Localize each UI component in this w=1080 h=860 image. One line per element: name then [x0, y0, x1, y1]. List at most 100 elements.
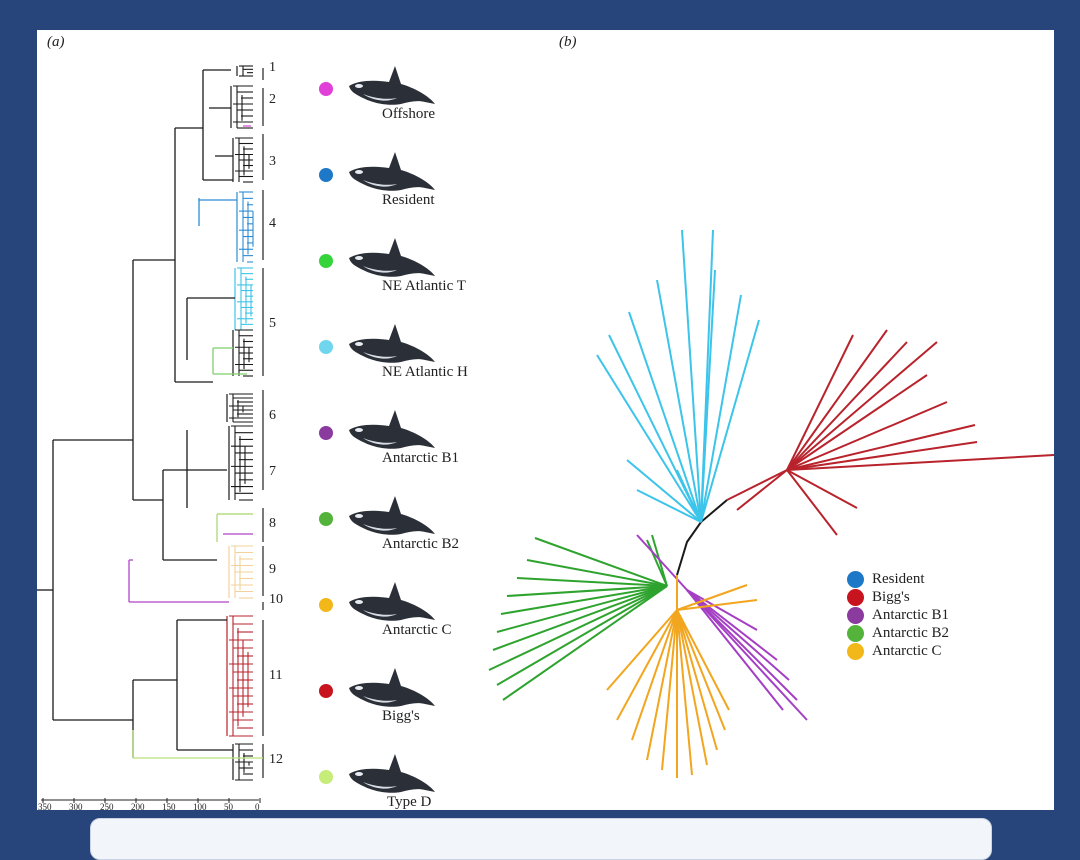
resident-branch	[700, 269, 716, 523]
b1-branch	[636, 534, 688, 591]
ecotype-label: NE Atlantic T	[382, 278, 466, 294]
ecotype-swatch	[319, 598, 333, 612]
clade-number-7: 7	[269, 464, 276, 479]
c-branch	[606, 609, 678, 691]
axis-tick-label: 0	[255, 802, 260, 812]
legend-swatch	[847, 570, 864, 588]
biggs-branch	[786, 469, 838, 536]
resident-branch	[626, 459, 702, 523]
biggs-branch	[786, 374, 928, 471]
c-branch	[676, 609, 693, 776]
legend-swatch	[847, 642, 864, 660]
ecotype-label: Antarctic B1	[382, 450, 460, 466]
biggs-branch	[786, 401, 948, 471]
axis-tick-label: 250	[100, 802, 114, 812]
b2-branch	[502, 585, 668, 701]
b2-branch	[516, 577, 668, 587]
ecotype-label: Antarctic C	[382, 622, 452, 638]
c-branch	[676, 584, 748, 611]
axis-tick-label: 300	[69, 802, 83, 812]
biggs-branch	[786, 454, 1054, 471]
resident-branch	[596, 354, 702, 523]
c-branch	[676, 609, 726, 731]
biggs-branch	[736, 469, 788, 511]
biggs-branch	[786, 341, 908, 471]
b1-branch	[686, 589, 798, 701]
biggs-branch	[786, 441, 978, 471]
killer-whale-icon	[349, 496, 435, 535]
clade-number-9: 9	[269, 562, 276, 577]
b2-branch	[496, 585, 668, 686]
axis-tick-label: 100	[193, 802, 207, 812]
b2-branch	[526, 559, 668, 587]
ecotype-swatch	[319, 770, 333, 784]
b1-branch	[686, 589, 778, 661]
biggs-branch	[786, 329, 888, 471]
b1-branch	[686, 589, 758, 631]
central-branch	[676, 499, 728, 576]
legend-item: Antarctic C	[847, 642, 949, 660]
legend-label: Bigg's	[872, 588, 910, 605]
legend-item: Antarctic B1	[847, 606, 949, 624]
resident-branch	[628, 311, 702, 523]
killer-whale-icon	[349, 754, 435, 793]
clade-number-8: 8	[269, 516, 276, 531]
b2-branch	[496, 585, 668, 633]
figure-canvas	[37, 65, 1054, 803]
killer-whale-icon	[349, 582, 435, 621]
b1-branch	[686, 589, 808, 721]
caption-box	[90, 818, 992, 860]
c-branch	[661, 609, 678, 771]
axis-tick-label: 350	[38, 802, 52, 812]
biggs-branch	[786, 424, 976, 471]
axis-tick-label: 150	[162, 802, 176, 812]
ecotype-swatch	[319, 512, 333, 526]
b1-branch	[686, 589, 784, 711]
c-branch	[646, 609, 678, 761]
b1-branch	[686, 589, 790, 681]
ecotype-swatch	[319, 254, 333, 268]
panel-a-label: (a)	[47, 34, 65, 50]
biggs-branch	[786, 469, 858, 509]
legend-label: Antarctic B2	[872, 624, 950, 641]
b2-branch	[492, 585, 668, 651]
b2-branch	[534, 537, 668, 587]
c-branch	[631, 609, 678, 741]
legend-label: Resident	[872, 570, 925, 587]
biggs-branch	[726, 469, 788, 501]
clade-number-2: 2	[269, 92, 276, 107]
legend-label: Antarctic C	[872, 642, 942, 659]
c-branch	[676, 609, 708, 766]
resident-branch	[656, 279, 702, 523]
legend-item: Resident	[847, 570, 949, 588]
c-branch	[676, 599, 758, 611]
killer-whale-icon	[349, 238, 435, 277]
clade-number-3: 3	[269, 154, 276, 169]
ecotype-label: NE Atlantic H	[382, 364, 468, 380]
c-branch	[676, 609, 730, 711]
biggs-branch	[786, 334, 854, 471]
biggs-branch	[786, 341, 938, 471]
axis-tick-label: 200	[131, 802, 145, 812]
c-branch	[676, 609, 718, 751]
clade-number-12: 12	[269, 752, 283, 767]
ecotype-label: Resident	[382, 192, 435, 208]
ecotype-swatch	[319, 684, 333, 698]
ecotype-label: Bigg's	[382, 708, 420, 724]
b2-branch	[488, 585, 668, 671]
resident-branch	[700, 319, 760, 523]
panel-b-label: (b)	[559, 34, 577, 50]
clade-number-1: 1	[269, 60, 276, 75]
axis-tick-label: 50	[224, 802, 233, 812]
b2-branch	[506, 585, 668, 597]
ecotype-swatch	[319, 340, 333, 354]
ecotype-label: Antarctic B2	[382, 536, 460, 552]
resident-branch	[700, 294, 742, 523]
killer-whale-icon	[349, 324, 435, 363]
legend-label: Antarctic B1	[872, 606, 950, 623]
killer-whale-icon	[349, 152, 435, 191]
killer-whale-icon	[349, 668, 435, 707]
b2-branch	[646, 539, 668, 587]
